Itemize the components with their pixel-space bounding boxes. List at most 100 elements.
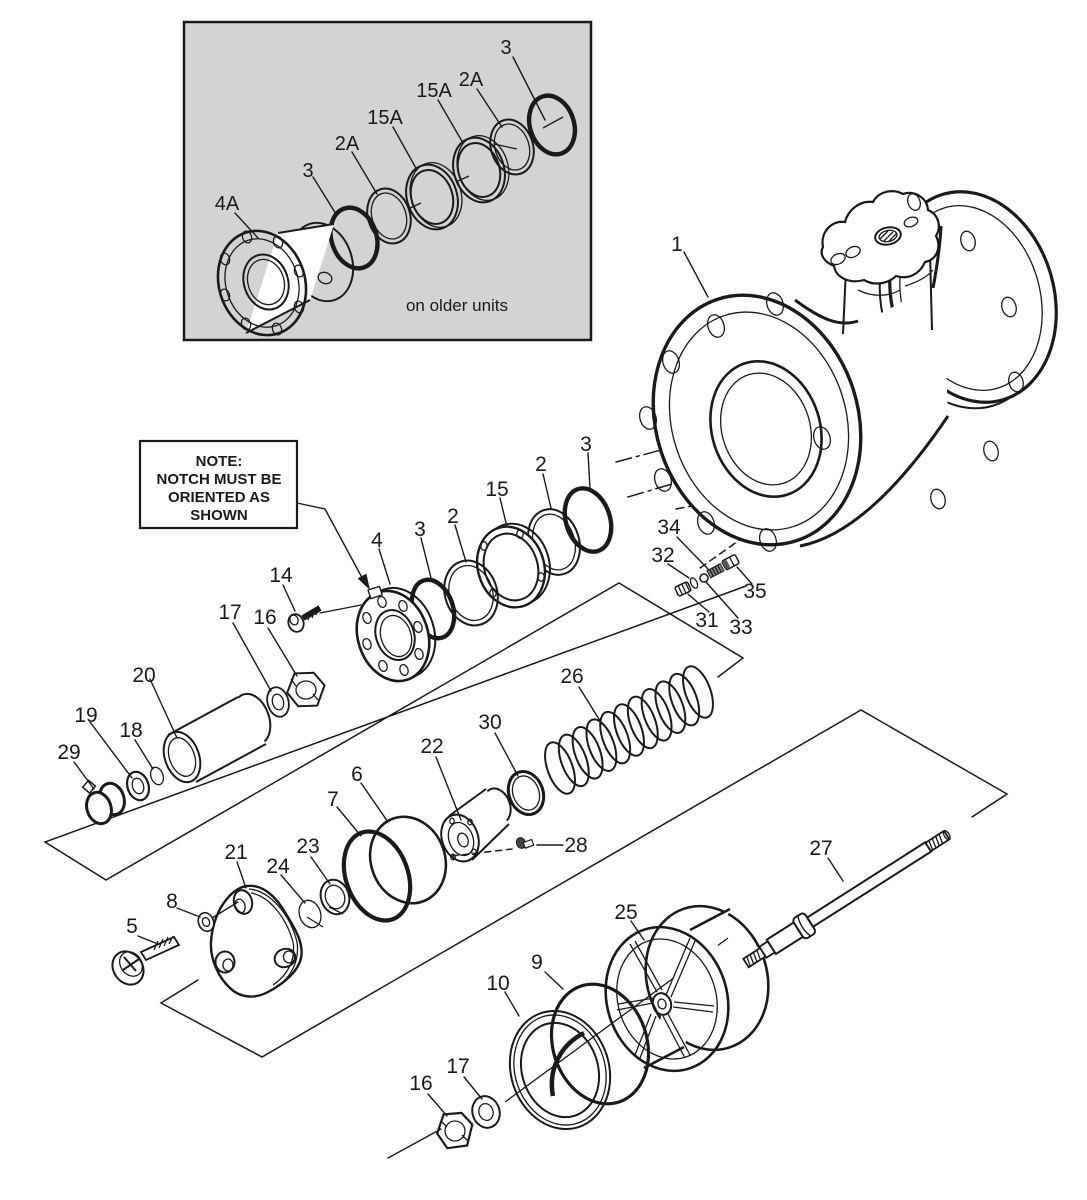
part-callout-2A: 2A — [335, 133, 360, 155]
retainer-15a-inset-left — [405, 162, 463, 231]
stem-27 — [742, 829, 951, 969]
part-callout-26: 26 — [560, 665, 583, 688]
part-callout-16: 16 — [253, 606, 276, 629]
plug-35 — [721, 554, 740, 571]
part-callout-19: 19 — [74, 704, 97, 727]
ring-6 — [368, 815, 448, 905]
part-callout-3: 3 — [302, 160, 313, 182]
part-callout-5: 5 — [126, 915, 138, 938]
stack-leader-lines — [378, 251, 709, 585]
seat-ring-10 — [508, 1009, 612, 1131]
washer-8 — [197, 911, 215, 933]
part-callout-22: 22 — [420, 735, 443, 758]
part-callout-15: 15 — [485, 478, 508, 501]
o-ring-18 — [149, 766, 165, 786]
pilot-small-parts — [667, 536, 753, 619]
part-callout-3: 3 — [580, 433, 592, 456]
part-callout-17: 17 — [218, 601, 241, 624]
part-callout-30: 30 — [478, 711, 501, 734]
inset-leader-lines — [234, 56, 546, 239]
inset-older-units: on older units 4A 3 2A 15A 15A 2A 3 — [182, 20, 593, 342]
part-callout-15A: 15A — [367, 107, 403, 129]
note-line-4: SHOWN — [190, 507, 248, 524]
disc-cluster — [387, 829, 951, 1159]
o-ring-3-inset-left — [328, 205, 380, 271]
inset-frame — [182, 20, 593, 342]
note-arrowhead — [357, 573, 370, 590]
part-callout-2: 2 — [447, 505, 459, 528]
retaining-rings-29 — [81, 779, 126, 826]
pin-32 — [689, 577, 699, 589]
part-callout-8: 8 — [166, 890, 178, 913]
o-ring-3-right — [562, 486, 614, 554]
sleeve-20 — [162, 692, 272, 784]
part-callout-10: 10 — [486, 972, 509, 995]
part-callout-18: 18 — [119, 719, 142, 742]
retainer-15 — [475, 522, 551, 609]
part-callout-9: 9 — [531, 951, 543, 974]
mounting-boss — [820, 190, 940, 335]
part-callout-3: 3 — [500, 37, 511, 59]
bolt-14 — [287, 605, 322, 633]
spring-34 — [706, 563, 725, 579]
seat-ring-stack — [319, 486, 614, 683]
part-callout-4A: 4A — [215, 193, 240, 215]
spring-26 — [544, 665, 714, 795]
ring-24 — [298, 899, 324, 929]
note-line-3: ORIENTED AS — [168, 489, 270, 506]
o-ring-9 — [549, 982, 651, 1106]
o-ring-7 — [341, 829, 413, 923]
washer-17-bottom — [471, 1095, 501, 1129]
seal-ring-2a-inset-right — [489, 118, 535, 176]
o-ring-30 — [506, 770, 546, 816]
part-callout-16: 16 — [409, 1072, 432, 1095]
nut-16-top — [286, 671, 326, 708]
part-callout-20: 20 — [132, 664, 155, 687]
part-callout-4: 4 — [371, 529, 383, 552]
ball-33 — [699, 573, 709, 583]
part-callout-25: 25 — [614, 901, 637, 924]
part-callout-2A: 2A — [459, 69, 484, 91]
part-callout-27: 27 — [809, 837, 832, 860]
nut-16-bottom — [387, 1111, 474, 1159]
part-callout-6: 6 — [351, 763, 363, 786]
washer-19 — [125, 770, 151, 802]
diaphragm-cluster — [111, 665, 714, 998]
flange-4 — [355, 585, 437, 683]
part-callout-17: 17 — [446, 1055, 469, 1078]
part-callout-34: 34 — [657, 516, 681, 539]
part-callout-15A: 15A — [416, 80, 452, 102]
part-callout-28: 28 — [564, 834, 587, 857]
disc-spokes — [616, 937, 715, 1059]
part-callout-14: 14 — [269, 564, 293, 587]
disc-25 — [604, 904, 770, 1073]
washer-17-top — [266, 686, 290, 718]
inset-caption: on older units — [406, 296, 508, 315]
cover-21 — [209, 884, 303, 998]
part-callout-31: 31 — [695, 609, 718, 632]
note-box: NOTE: NOTCH MUST BE ORIENTED AS SHOWN — [138, 439, 370, 590]
o-ring-3-inset-right — [526, 93, 578, 157]
part-callout-29: 29 — [57, 741, 80, 764]
guide-bushing-22 — [440, 787, 512, 863]
flange-4a — [216, 221, 355, 337]
part-callout-33: 33 — [729, 616, 752, 639]
part-callout-24: 24 — [266, 855, 290, 878]
boss-threaded-hole — [874, 226, 902, 246]
bolt-5 — [111, 935, 181, 986]
part-callout-7: 7 — [327, 788, 339, 811]
seal-23 — [319, 878, 351, 916]
part-callout-1: 1 — [671, 233, 683, 256]
inset-part-labels: 4A 3 2A 15A 15A 2A 3 — [215, 37, 512, 215]
spring-pin-31 — [674, 581, 692, 597]
part-callout-21: 21 — [224, 841, 247, 864]
screw-28 — [451, 837, 564, 857]
part-callout-3: 3 — [414, 518, 426, 541]
note-line-1: NOTE: — [196, 453, 243, 470]
part-callout-23: 23 — [296, 835, 319, 858]
part-callout-2: 2 — [535, 453, 547, 476]
boundary-band-lines — [43, 582, 1009, 1058]
